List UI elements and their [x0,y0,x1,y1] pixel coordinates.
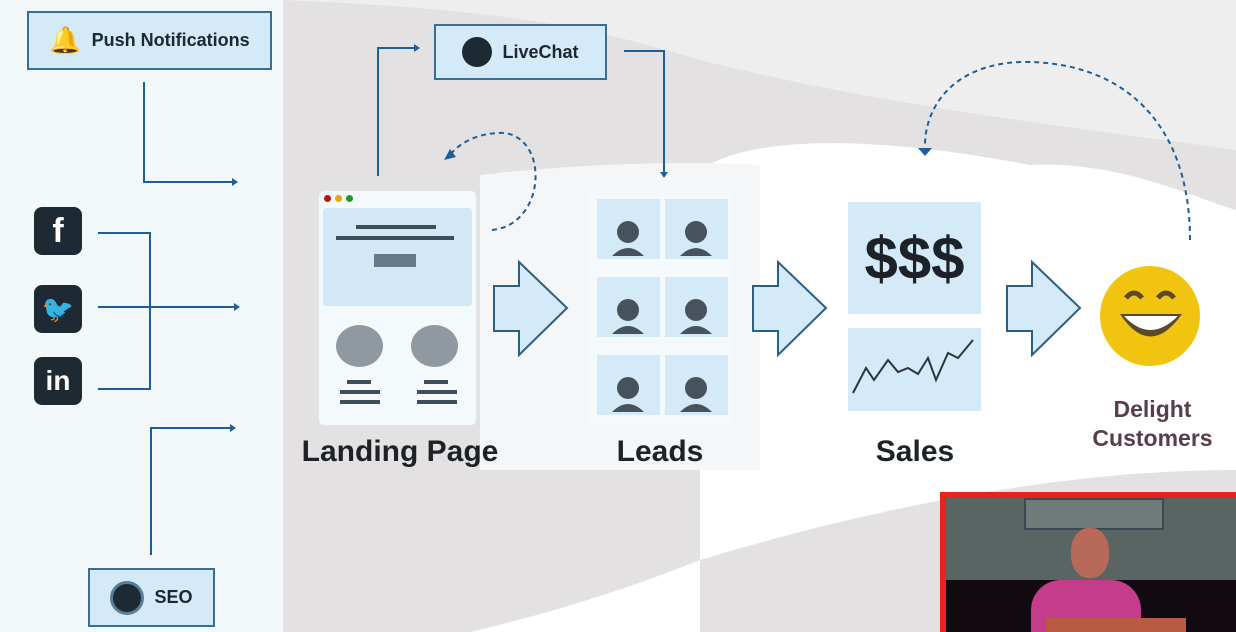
leads-label: Leads [616,435,704,468]
bell-icon: 🔔 [49,25,82,55]
smiley-icon [1100,266,1200,366]
sales-chart-box [848,328,981,411]
trend-line-icon [852,339,974,394]
delight-customers-label: Delight Customers [1092,396,1213,451]
landing-page-illustration [318,190,477,426]
landing-page-label: Landing Page [301,435,499,468]
sales-label: Sales [875,435,955,468]
livechat-box: LiveChat [434,24,607,80]
globe-icon [110,580,145,615]
leads-grid [590,190,733,426]
facebook-icon: f [34,207,82,255]
sales-money-box: $$$ [848,202,981,314]
speaker-video-inset [940,492,1236,632]
person-icons [612,221,712,412]
twitter-icon: 🐦 [34,285,82,333]
push-notifications-box: 🔔 Push Notifications [27,11,272,70]
seo-box: SEO [88,568,215,627]
headset-icon [462,37,493,67]
linkedin-icon: in [34,357,82,405]
